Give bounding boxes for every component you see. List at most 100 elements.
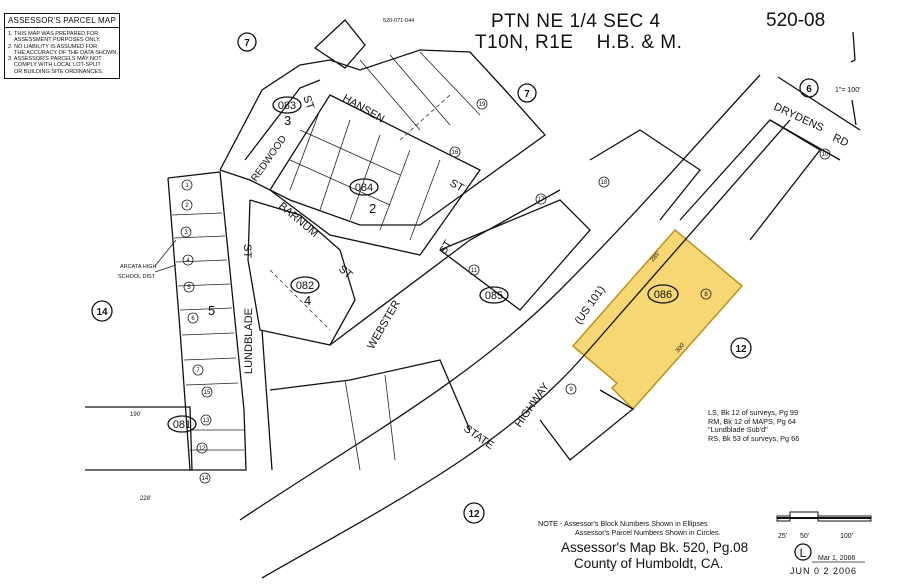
received-stamp: JUN 0 2 2006: [790, 566, 858, 576]
legend-box: ASSESSOR'S PARCEL MAP 1. THIS MAP WAS PR…: [4, 13, 120, 80]
south-parcels: [269, 359, 471, 431]
parcel-number: 14: [96, 307, 108, 318]
map-line: [449, 146, 461, 158]
district-label: SCHOOL DIST: [118, 274, 156, 280]
map-line: [565, 383, 577, 395]
map-title: Assessor's Map Bk. 520, Pg.08: [561, 540, 749, 555]
block-number: 082: [296, 280, 314, 292]
east-parcels: [589, 129, 701, 221]
parcel-number: 3: [184, 230, 188, 236]
map-line: [700, 288, 712, 300]
parcel-number: 15: [204, 390, 211, 396]
parcel-number: 12: [199, 446, 206, 452]
parcel-number: 16: [452, 150, 459, 156]
legend-notes: 1. THIS MAP WAS PREPARED FOR ASSESSMENT …: [5, 28, 119, 78]
block-sub: 4: [304, 293, 311, 308]
street-lundblade-st: ST: [241, 244, 253, 258]
map-line: [199, 472, 211, 484]
map-line: [269, 269, 331, 331]
parcel-number: 19: [479, 102, 486, 108]
highlighted-parcel[interactable]: [571, 228, 744, 411]
map-date: Mar 1, 2006: [818, 555, 856, 562]
street-hansen: HANSEN: [341, 92, 387, 125]
block-083-boundary: [219, 49, 546, 226]
map-line: [183, 281, 195, 293]
block-number: 083: [278, 100, 296, 112]
map-line: [185, 382, 239, 386]
parcel-number: 6: [806, 84, 812, 95]
parcel-number: 12: [735, 344, 747, 355]
note: NOTE - Assessor's Block Numbers Shown in…: [538, 519, 721, 537]
legend-note: COMPLY WITH LOCAL LOT-SPLIT: [14, 62, 101, 69]
parcel-circle: [237, 32, 257, 52]
map-line: [187, 312, 199, 324]
scale-50: 50': [800, 533, 809, 540]
parcel-number: 17: [538, 197, 545, 203]
block-ellipse[interactable]: [647, 284, 679, 304]
map-line: [181, 332, 235, 336]
parcel-number: 4: [186, 258, 190, 264]
block-ellipse[interactable]: [272, 96, 302, 114]
legend-title: ASSESSOR'S PARCEL MAP: [5, 14, 119, 28]
street-drydens-rd: RD: [831, 132, 851, 150]
block-082-boundary: [247, 199, 356, 346]
map-line: [200, 414, 212, 426]
parcel-number: 8: [704, 292, 708, 298]
parcel-9-7: [539, 389, 635, 461]
map-line: [598, 176, 610, 188]
street-barnum: BARNUM: [276, 200, 320, 240]
block-ellipse[interactable]: [479, 286, 509, 304]
parcel-number: 9: [569, 387, 573, 393]
stamp-circle: [794, 543, 812, 561]
map-line: [179, 307, 233, 311]
block-ellipse[interactable]: [167, 415, 197, 433]
map-line: [379, 149, 411, 231]
legend-note: 2. NO LIABILITY IS ASSUMED FOR: [8, 43, 98, 50]
block-sub: 3: [284, 113, 291, 128]
parcel-number: 5: [187, 285, 191, 291]
legend-note: THE ACCURACY OF THE DATA SHOWN.: [14, 49, 118, 56]
north-arrow: [850, 31, 856, 63]
parcel-number: 7: [524, 89, 530, 100]
header-line2: T10N, R1E H.B. & M.: [475, 32, 683, 53]
block-085-boundary: [439, 199, 591, 311]
hatched-parcel: [313, 19, 366, 69]
parcel-circle: [517, 83, 537, 103]
scale-100: 100': [840, 533, 853, 540]
parcel-number: 11: [471, 268, 478, 274]
street-state: STATE: [461, 423, 496, 452]
reference: RM, Bk 12 of MAPS, Pg 64: [708, 416, 797, 426]
block-number: 086: [654, 289, 672, 301]
map-line: [171, 212, 223, 216]
block-ellipse[interactable]: [349, 178, 379, 196]
street-drydens: DRYDENS: [772, 101, 826, 135]
note-line1: NOTE - Assessor's Block Numbers Shown in…: [538, 519, 708, 528]
map-line: [409, 159, 441, 241]
block-number: 084: [355, 182, 373, 194]
map-line: [196, 442, 208, 454]
street-hansen-st: ST: [448, 177, 466, 195]
street-barnum-st: ST: [336, 263, 355, 281]
street-redwood: REDWOOD: [249, 134, 289, 184]
block-081-boundary: [167, 171, 247, 471]
scale-bar: 25' 50' 100': [776, 511, 872, 540]
dimension: 300': [675, 342, 687, 354]
parcel-number: 7: [196, 368, 200, 374]
drydens-road-north: [777, 76, 861, 131]
parcel-number: 12: [468, 509, 480, 520]
highway-edge-north: [239, 74, 761, 521]
stamp-initial: L: [800, 546, 807, 560]
street-redwood-st: ST: [300, 94, 316, 112]
parcel-circle: [799, 78, 819, 98]
map-line: [419, 51, 481, 116]
parcel-circle: [730, 337, 752, 359]
block-ellipse[interactable]: [290, 276, 320, 294]
map-line: [177, 283, 231, 287]
map-line: [399, 94, 451, 141]
block-sub: 5: [208, 303, 215, 318]
parcel-number: 18: [601, 180, 608, 186]
map-line: [359, 59, 421, 131]
parcel-number: 7: [244, 38, 250, 49]
district-label: ARCATA HIGH: [120, 264, 156, 270]
